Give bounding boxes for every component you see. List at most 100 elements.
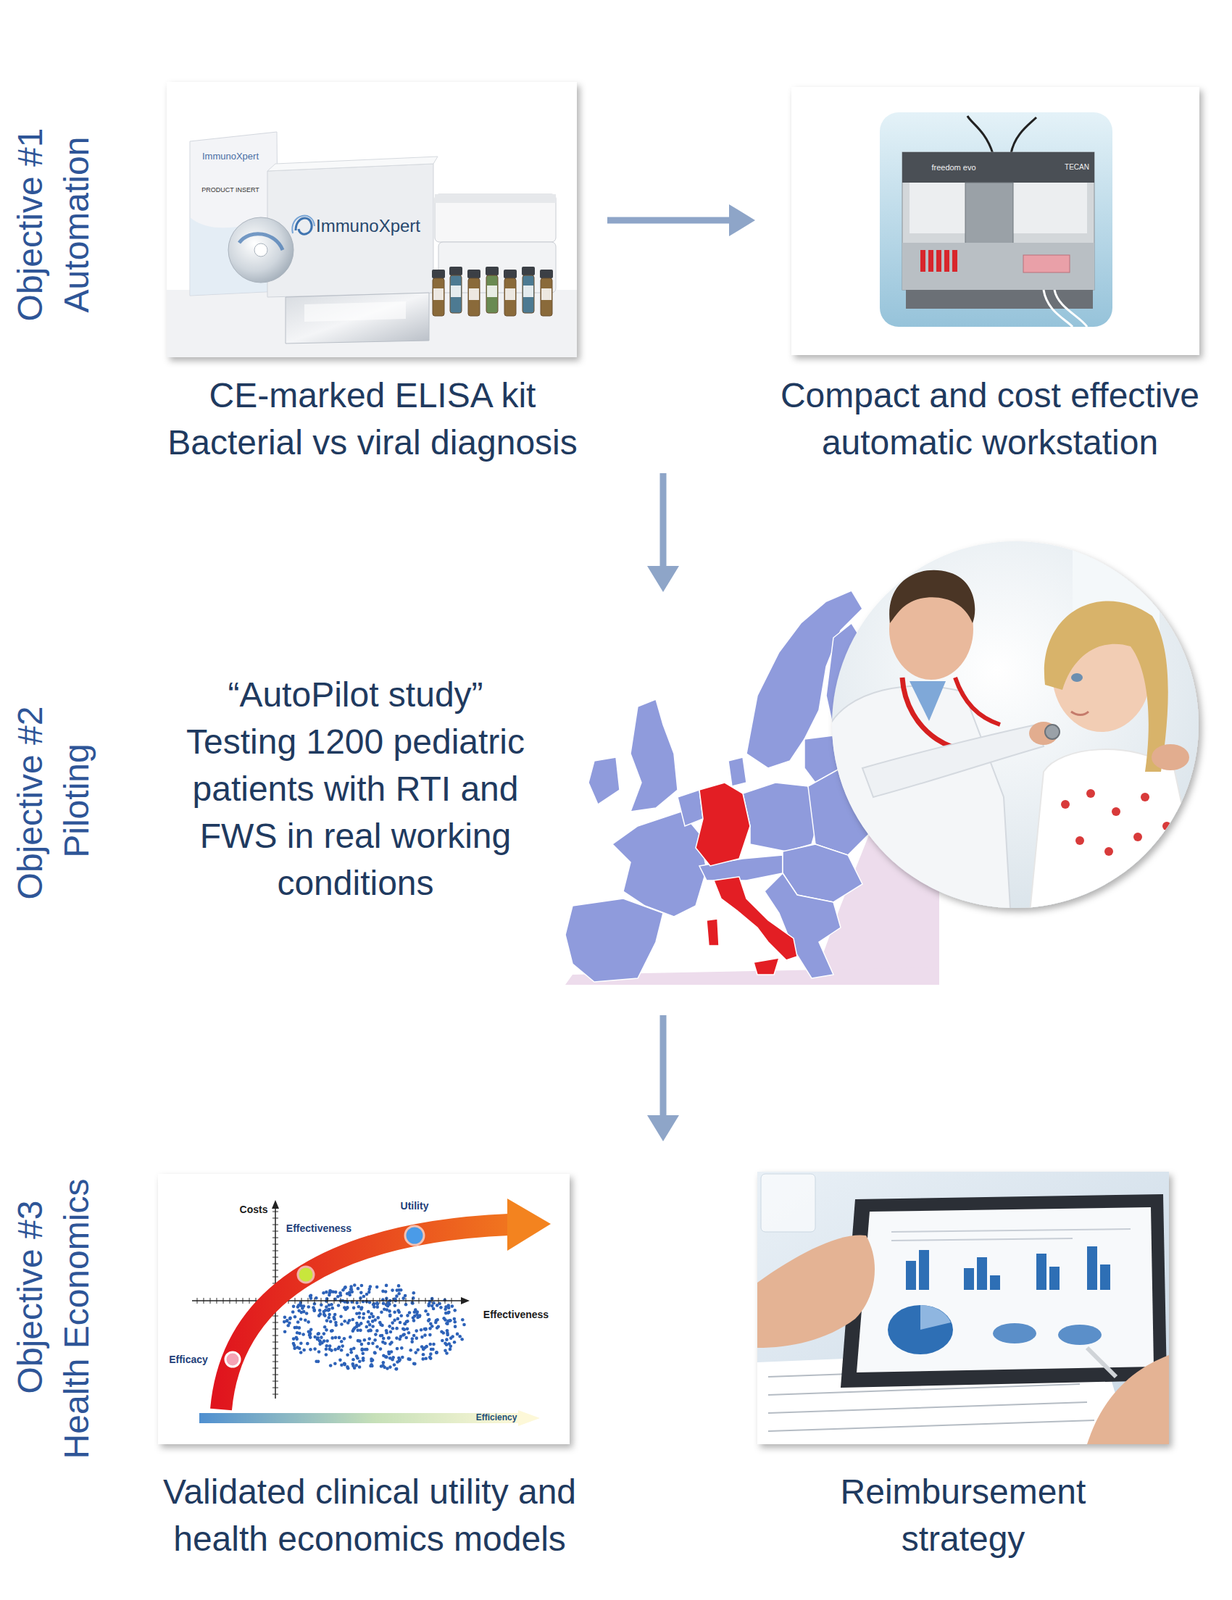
kit-photo-part [166,81,577,358]
scatter-dots-part [413,1310,417,1314]
doctor-photo-part-part-part [1060,800,1070,809]
scatter-dots-part [448,1318,453,1323]
arrow-shaft [607,217,732,224]
kit-photo-part-part [433,285,552,301]
scatter-dots-part [330,1329,335,1333]
tablet-photo-part-part-part [918,1250,930,1290]
scatter-dots-part [373,1351,377,1356]
kit-photo-part-part-part [486,275,498,314]
scatter-dots-part [329,1289,333,1294]
objective-label: Automation [56,136,97,314]
scatter-dots-part [294,1326,299,1330]
scatter-dots-part [324,1347,329,1351]
scatter-dots-part [352,1366,357,1370]
kit-photo-part-part-part [505,288,516,301]
caption-heading: “AutoPilot study” [157,671,553,719]
scatter-dots-part [324,1344,329,1348]
scatter-dots-part [392,1310,397,1314]
kit-photo-part-part-part [540,278,553,316]
workstation-photo-part [965,182,1014,247]
scatter-dots-part [415,1347,420,1352]
scatter-dots-part [299,1310,303,1315]
kit-photo-part-part-part [450,275,462,314]
scatter-dots-part [356,1339,361,1343]
scatter-dots-part [329,1303,334,1307]
scatter-dots-part [394,1367,398,1372]
scatter-dots-part [319,1335,324,1340]
workstation-photo-part-part [928,250,934,272]
scatter-dots-part [336,1303,341,1308]
doctor-photo-part-part [1029,749,1207,921]
scatter-dots-part [293,1315,298,1319]
europe-map-part-part [677,789,703,827]
scatter-dots-part [375,1329,380,1333]
health-economics-chart-part-part [507,1198,551,1251]
scatter-dots-part [426,1313,430,1317]
tablet-photo [757,1171,1169,1445]
scatter-dots-part [318,1339,322,1343]
tablet-photo-part-part [891,1229,1131,1241]
scatter-dots-part [392,1363,397,1367]
scatter-dots-part [397,1284,401,1288]
scatter-dots-part [324,1328,329,1333]
scatter-dots-part [428,1333,432,1338]
scatter-dots-part [355,1301,359,1306]
health-economics-chart-part-part [460,1297,470,1305]
workstation-photo-part [791,86,1200,356]
caption-heading: Validated clinical utility and health ec… [123,1468,616,1563]
scatter-dots-part [283,1329,287,1334]
scatter-dots-part [428,1355,432,1360]
scatter-dots-part [342,1319,347,1324]
scatter-dots-part [345,1353,350,1357]
scatter-dots-part [391,1326,395,1331]
scatter-dots-part [316,1360,321,1364]
scatter-dots-part [442,1316,446,1321]
kit-photo-part-part-part [539,269,553,279]
scatter-dots-part [447,1310,451,1315]
scatter-dots-part [360,1284,364,1288]
scatter-dots-part [337,1336,342,1340]
health-economics-chart [157,1174,570,1445]
scatter-dots-part [326,1308,331,1313]
scatter-dots-part [380,1334,385,1338]
doctor-photo-part-part [889,570,975,624]
workstation-photo-part [902,152,1095,290]
chart-label: Efficiency [476,1413,518,1424]
caption-heading: Compact and cost effective automatic wor… [758,371,1222,466]
scatter-dots-part [327,1316,332,1320]
kit-panel: CE-marked ELISA kitBacterial vs viral di… [126,81,619,466]
scatter-dots-part [423,1327,428,1332]
scatter-dots-part [283,1315,287,1319]
scatter-dots-part [427,1318,432,1322]
scatter-dots-part [325,1339,330,1343]
scatter-dots-part [318,1342,322,1347]
scatter-dots-part [340,1344,345,1348]
scatter-dots-part [346,1321,351,1325]
kit-photo-part-part-part [504,278,516,316]
reimbursement-panel: Reimbursement strategy [757,1171,1169,1563]
scatter-dots-part [413,1350,418,1355]
kit-photo-part-part-part [503,269,517,279]
scatter-dots-part [429,1352,433,1356]
scatter-dots-part [460,1318,465,1322]
scatter-dots-part [315,1332,320,1337]
chart-label: Effectiveness [286,1222,352,1235]
scatter-dots-part [371,1319,375,1324]
scatter-dots-part [308,1347,313,1352]
scatter-dots-part [412,1334,416,1338]
axis-ticks [197,1211,452,1395]
scatter-dots-part [291,1310,295,1314]
scatter-dots-part [373,1338,377,1343]
scatter-dots-part [302,1304,306,1309]
scatter-dots-part [413,1314,417,1319]
europe-map-part-part [695,782,751,867]
scatter-dots-part [363,1338,367,1343]
scatter-dots-part [460,1337,464,1342]
scatter-dots-part [394,1294,399,1298]
scatter-dots-part [395,1347,400,1351]
scatter-dots-part [303,1318,308,1323]
scatter-dots-part [355,1324,359,1329]
scatter-dots-part [455,1332,460,1337]
workstation-photo-part [1043,289,1073,327]
scatter-dots-part [358,1359,362,1364]
